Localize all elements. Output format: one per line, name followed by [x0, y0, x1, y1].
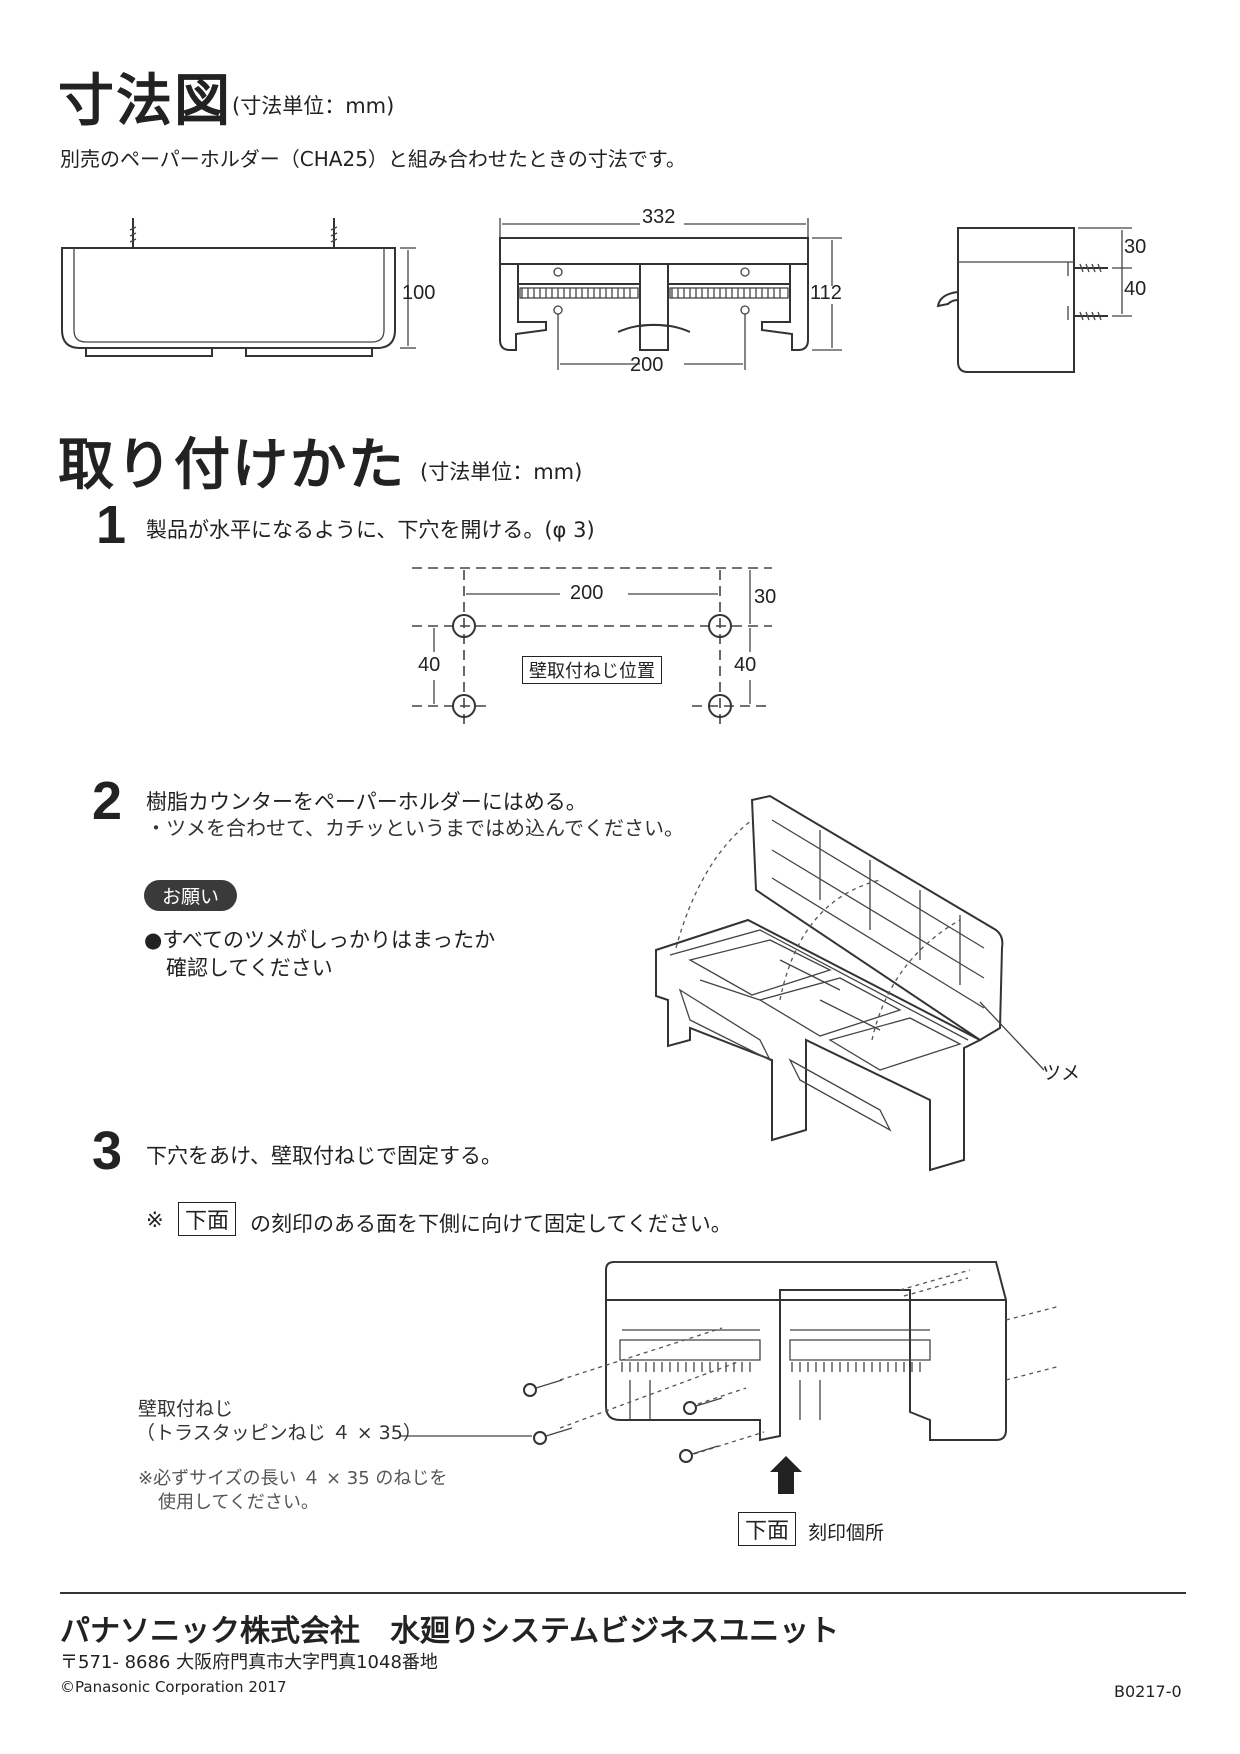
- request-badge: お願い: [144, 880, 238, 911]
- step-text-2: 樹脂カウンターをペーパーホルダーにはめる。: [146, 790, 587, 814]
- footer-divider: [60, 1592, 1186, 1594]
- screw-icon: [523, 1379, 723, 1463]
- middle-view-drawing: [499, 218, 842, 370]
- unit-label-2: (寸法単位：mm): [420, 460, 583, 484]
- dimensions-lead: 別売のペーパーホルダー（CHA25）と組み合わせたときの寸法です。: [60, 147, 686, 171]
- tsume-label: ツメ: [1042, 1062, 1081, 1084]
- dim-100: 100: [402, 282, 436, 304]
- screw-warning-2: 使用してください。: [158, 1492, 319, 1513]
- counter-assembly-illustration: [655, 794, 1045, 1172]
- footer-company: パナソニック株式会社 水廻りシステムビジネスユニット: [60, 1614, 840, 1649]
- wall-mount-illustration: [400, 1261, 1061, 1494]
- step-number-1: 1: [96, 495, 127, 555]
- request-note-1: ●すべてのツメがしっかりはまったか: [144, 928, 496, 952]
- step-number-2: 2: [92, 771, 123, 831]
- step-text-1: 製品が水平になるように、下穴を開ける。(φ 3): [146, 518, 595, 542]
- template-dim-30: 30: [754, 586, 777, 608]
- dim-332: 332: [642, 206, 676, 228]
- section-title-dimensions: 寸法図: [58, 69, 232, 134]
- mounting-template-drawing: [412, 567, 772, 730]
- template-dim-200: 200: [570, 582, 604, 604]
- stamp-bottom-label-2: 下面: [738, 1512, 797, 1546]
- request-note-2: 確認してください: [166, 956, 333, 980]
- footer-copyright: ©Panasonic Corporation 2017: [60, 1678, 287, 1696]
- step-number-3: 3: [92, 1121, 123, 1181]
- arrow-up-icon: [770, 1456, 802, 1494]
- screw-label-1: 壁取付ねじ: [138, 1398, 234, 1420]
- notice-text: の刻印のある面を下側に向けて固定してください。: [250, 1212, 732, 1236]
- dim-30: 30: [1124, 236, 1147, 258]
- dim-40: 40: [1124, 278, 1147, 300]
- unit-label: (寸法単位：mm): [232, 94, 395, 118]
- stamp-bottom-label: 下面: [178, 1202, 237, 1236]
- screw-label-2: （トラスタッピンねじ ４ × 35）: [136, 1422, 422, 1444]
- footer-code: B0217-0: [1114, 1682, 1182, 1701]
- front-view-drawing: [61, 218, 416, 357]
- stamp-location-label: 刻印個所: [808, 1522, 885, 1544]
- step-text-3: 下穴をあけ、壁取付ねじで固定する。: [146, 1144, 502, 1168]
- step-sub-2: ・ツメを合わせて、カチッというまではめ込んでください。: [146, 816, 684, 840]
- template-dim-40-right: 40: [734, 654, 757, 676]
- section-title-installation: 取り付けかた: [58, 433, 406, 498]
- notice-mark: ※: [146, 1208, 164, 1232]
- screw-warning-1: ※必ずサイズの長い ４ × 35 のねじを: [138, 1468, 448, 1489]
- template-dim-40-left: 40: [418, 654, 441, 676]
- dim-200: 200: [630, 354, 664, 376]
- screw-position-label: 壁取付ねじ位置: [522, 656, 662, 684]
- side-view-drawing: [936, 227, 1132, 373]
- footer-address: 〒571- 8686 大阪府門真市大字門真1048番地: [60, 1652, 438, 1673]
- dim-112: 112: [810, 282, 842, 304]
